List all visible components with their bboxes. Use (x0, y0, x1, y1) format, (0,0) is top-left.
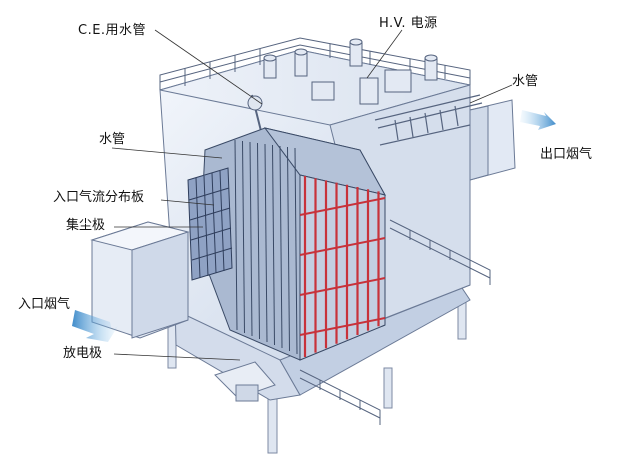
discharge-wire-line (272, 144, 275, 346)
label-outlet-flue-gas: 出口烟气 (540, 147, 593, 162)
label-inlet-flue-gas: 入口烟气 (18, 297, 71, 312)
label-water-pipe-left: 水管 (99, 132, 126, 147)
roof-railing (159, 37, 471, 90)
discharge-wire-line (279, 145, 283, 349)
discharge-electrode-wires (234, 139, 298, 355)
side-walkway (389, 219, 491, 285)
roof-equipment (247, 38, 438, 136)
electrode-block (199, 127, 386, 361)
discharge-wire-line (249, 141, 253, 337)
label-inlet-distribution-plate: 入口气流分布板 (53, 190, 145, 205)
inlet-gas-arrow (72, 310, 118, 342)
water-pipe-manifold (374, 94, 483, 146)
outlet-gas-arrow (520, 110, 556, 130)
label-water-pipe-right: 水管 (512, 74, 539, 89)
label-collecting-electrode: 集尘极 (66, 218, 106, 233)
discharge-wire-line (242, 140, 245, 334)
outlet-duct (469, 99, 516, 181)
collecting-electrode-plates (303, 176, 380, 357)
discharge-wire-line (257, 142, 260, 340)
bottom-walkway (299, 369, 381, 425)
label-discharge-electrode: 放电极 (63, 346, 103, 361)
hopper-base (174, 284, 471, 402)
inlet-duct (90, 221, 190, 339)
electrode-frame-rods (299, 197, 386, 336)
label-ce-water-pipe: C.E.用水管 (78, 23, 147, 38)
discharge-wire-line (294, 147, 298, 355)
leader-lines (111, 29, 513, 361)
label-hv-power: H.V. 电源 (379, 16, 438, 31)
discharge-wire-line (264, 143, 268, 343)
inlet-distribution-plate-grid (187, 167, 233, 281)
discharge-wire-line (234, 139, 238, 331)
discharge-wire-line (287, 146, 290, 352)
